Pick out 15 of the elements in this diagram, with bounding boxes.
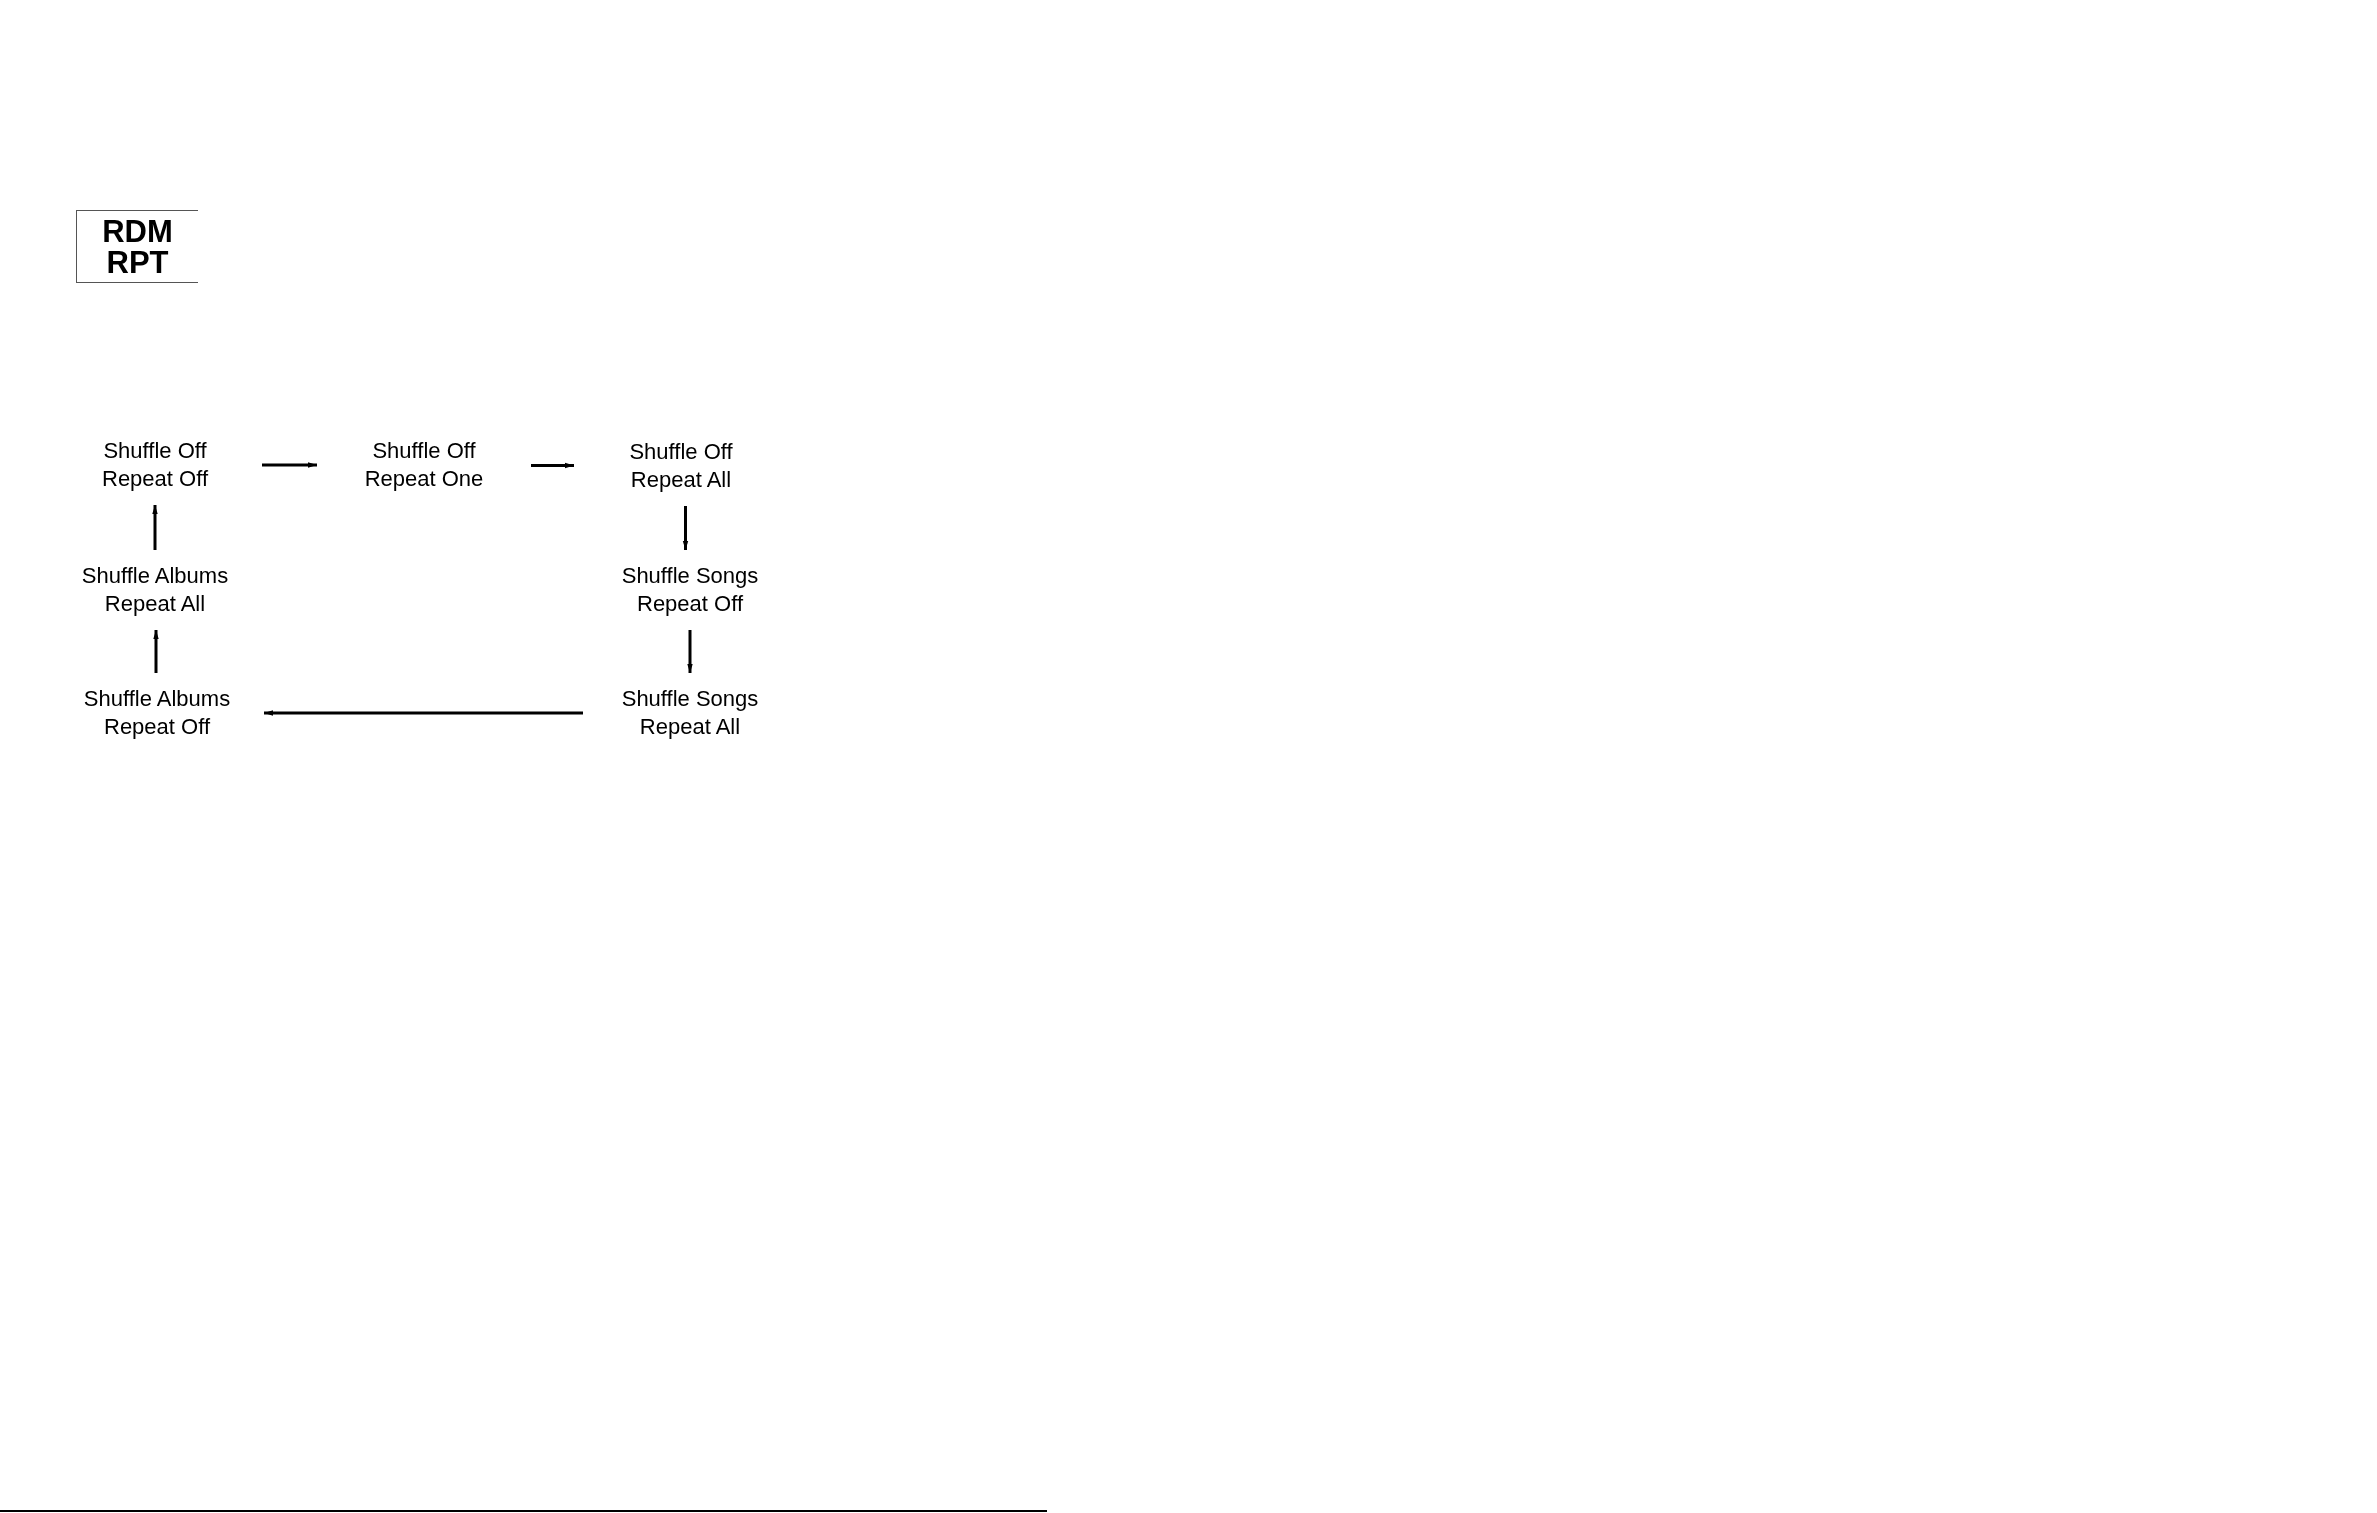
arrow	[531, 462, 574, 469]
arrow	[262, 462, 317, 468]
arrow	[264, 710, 583, 716]
state-label: Shuffle Off Repeat All	[628, 438, 734, 494]
arrow	[153, 630, 159, 673]
arrow	[682, 506, 689, 550]
state-label: Shuffle Songs Repeat Off	[620, 562, 760, 618]
state-label: Shuffle Albums Repeat Off	[82, 685, 232, 741]
state-label: Shuffle Off Repeat One	[363, 437, 485, 493]
arrow	[687, 630, 693, 673]
state-label: Shuffle Songs Repeat All	[620, 685, 760, 741]
state-label: Shuffle Albums Repeat All	[80, 562, 230, 618]
state-label: Shuffle Off Repeat Off	[101, 437, 209, 493]
button-label-text: RDM RPT	[101, 215, 174, 278]
arrow	[152, 505, 158, 550]
